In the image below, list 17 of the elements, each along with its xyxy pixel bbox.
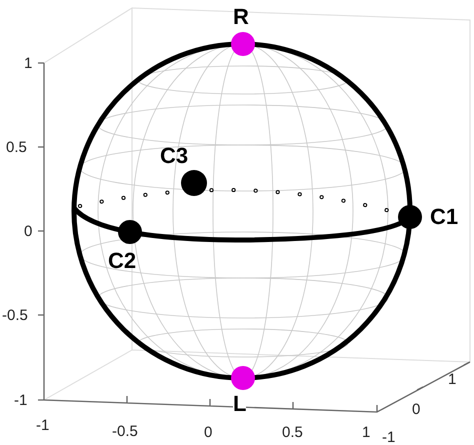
tick-label: -1 xyxy=(14,393,28,408)
tick-label: 0.5 xyxy=(282,425,303,440)
tick-label: 0 xyxy=(412,402,420,417)
tick-label: -1 xyxy=(36,418,50,433)
tick-label: -1 xyxy=(382,430,396,445)
tick-label: 1 xyxy=(24,56,32,71)
tick-label: -0.5 xyxy=(112,424,138,439)
tick-label: -0.5 xyxy=(2,308,28,323)
point-label: C3 xyxy=(160,145,188,167)
tick-label: 0 xyxy=(204,425,212,440)
point-label: C2 xyxy=(108,250,136,272)
tick-label: 1 xyxy=(448,372,456,387)
point-label: C1 xyxy=(430,206,458,228)
tick-label: 1 xyxy=(362,425,370,440)
point-label: R xyxy=(233,6,249,28)
tick-label: 0 xyxy=(24,224,32,239)
tick-label: 0.5 xyxy=(6,140,27,155)
